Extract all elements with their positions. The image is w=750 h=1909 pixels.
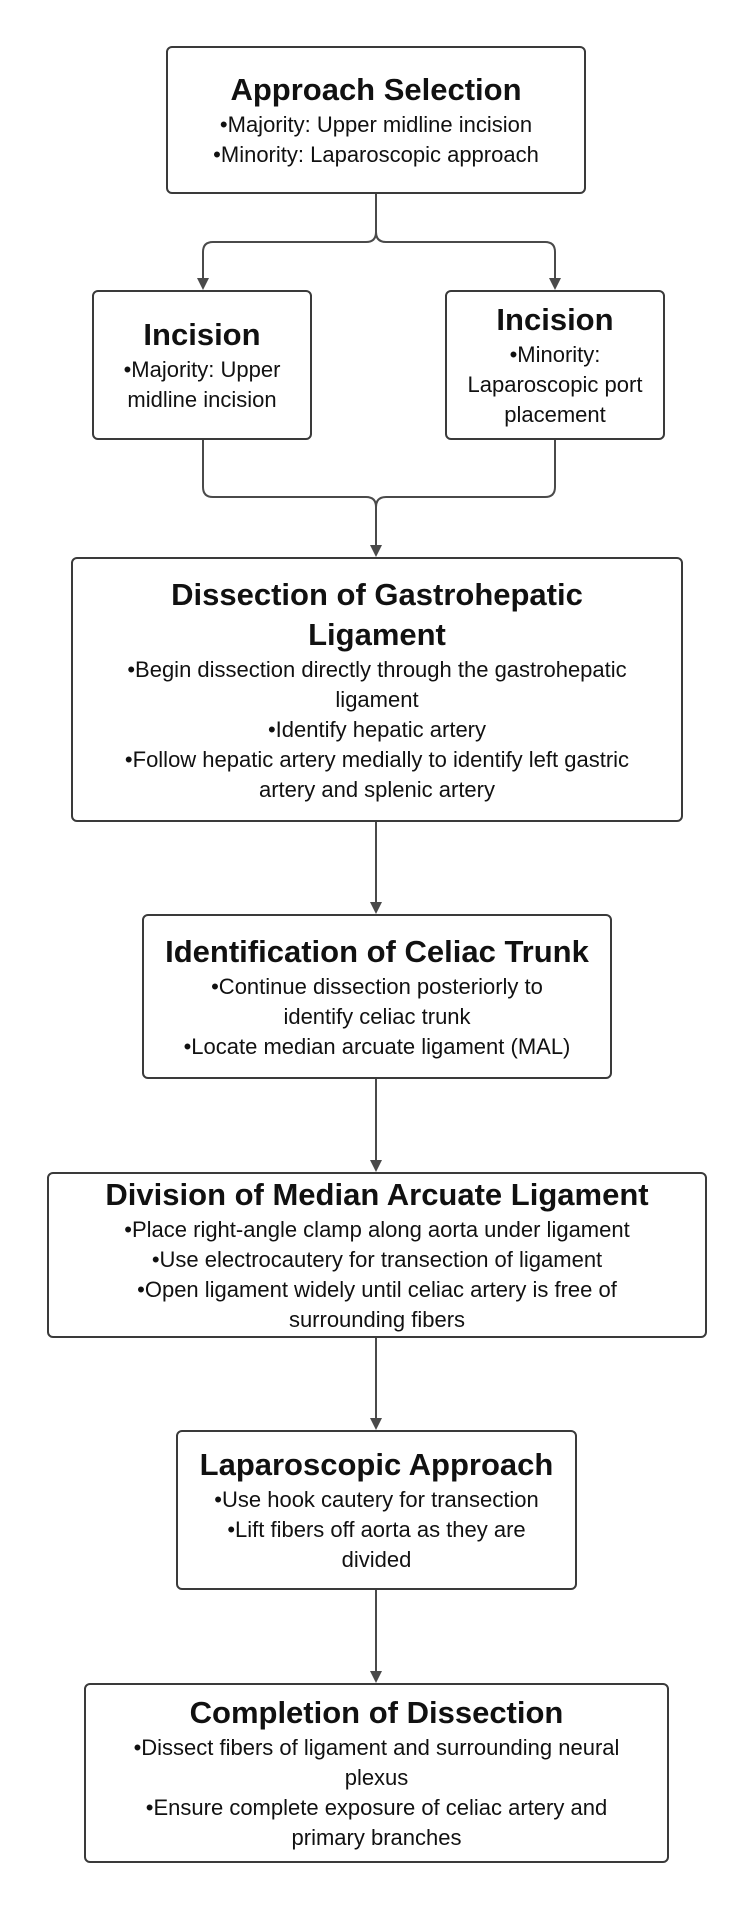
- incision-minority-line: Laparoscopic port: [467, 372, 643, 397]
- incision-majority-box: Incision •Majority: Upper midline incisi…: [92, 290, 312, 440]
- celiac-trunk-line: identify celiac trunk: [283, 1003, 471, 1029]
- dissection-gastrohepatic-title: Ligament: [308, 616, 446, 652]
- dissection-gastrohepatic-line: •Follow hepatic artery medially to ident…: [124, 746, 630, 772]
- dissection-gastrohepatic-line: •Identify hepatic artery: [267, 716, 487, 742]
- connector-approach-to-split: [197, 194, 377, 290]
- completion-dissection-line: •Ensure complete exposure of celiac arte…: [145, 1795, 608, 1820]
- laparoscopic-approach-line: divided: [341, 1547, 412, 1572]
- division-mal-line: •Use electrocautery for transection of l…: [151, 1247, 603, 1272]
- completion-dissection-line: •Dissect fibers of ligament and surround…: [133, 1735, 620, 1760]
- dissection-gastrohepatic-box: Dissection of Gastrohepatic Ligament •Be…: [71, 557, 683, 822]
- dissection-gastrohepatic-title: Dissection of Gastrohepatic: [171, 576, 583, 612]
- celiac-trunk-line: •Continue dissection posteriorly to: [211, 973, 543, 999]
- division-mal-line: surrounding fibers: [288, 1307, 466, 1332]
- celiac-trunk-title: Identification of Celiac Trunk: [165, 933, 589, 969]
- laparoscopic-approach-line: •Use hook cautery for transection: [214, 1487, 539, 1512]
- approach-selection-title: Approach Selection: [230, 72, 522, 107]
- incision-minority-box: Incision •Minority: Laparoscopic port pl…: [445, 290, 665, 440]
- dissection-gastrohepatic-line: •Begin dissection directly through the g…: [127, 656, 627, 682]
- incision-majority-line: midline incision: [127, 387, 277, 412]
- approach-selection-line: •Minority: Laparoscopic approach: [213, 142, 539, 167]
- celiac-trunk-box: Identification of Celiac Trunk •Continue…: [142, 914, 612, 1079]
- division-mal-title: Division of Median Arcuate Ligament: [105, 1177, 649, 1212]
- incision-minority-line: placement: [504, 402, 606, 427]
- connector-split-to-right: [375, 231, 561, 290]
- approach-selection-box: Approach Selection •Majority: Upper midl…: [166, 46, 586, 194]
- celiac-trunk-line: •Locate median arcuate ligament (MAL): [183, 1033, 571, 1059]
- approach-selection-line: •Majority: Upper midline incision: [219, 112, 533, 137]
- division-mal-line: •Place right-angle clamp along aorta und…: [124, 1217, 630, 1242]
- division-mal-box: Division of Median Arcuate Ligament •Pla…: [47, 1172, 707, 1338]
- connector-left-to-merge: [202, 440, 382, 557]
- laparoscopic-approach-box: Laparoscopic Approach •Use hook cautery …: [176, 1430, 577, 1590]
- completion-dissection-line: plexus: [344, 1765, 409, 1790]
- dissection-gastrohepatic-line: ligament: [335, 686, 419, 712]
- incision-majority-title: Incision: [143, 317, 261, 352]
- laparoscopic-approach-line: •Lift fibers off aorta as they are: [227, 1517, 526, 1542]
- laparoscopic-approach-title: Laparoscopic Approach: [199, 1447, 554, 1482]
- incision-majority-line: •Majority: Upper: [123, 357, 281, 382]
- dissection-gastrohepatic-line: artery and splenic artery: [259, 776, 495, 802]
- division-mal-line: •Open ligament widely until celiac arter…: [137, 1277, 617, 1302]
- completion-dissection-line: primary branches: [291, 1825, 462, 1850]
- incision-minority-line: •Minority:: [509, 342, 601, 367]
- incision-minority-title: Incision: [496, 302, 614, 337]
- completion-dissection-box: Completion of Dissection •Dissect fibers…: [84, 1683, 669, 1863]
- completion-dissection-title: Completion of Dissection: [189, 1695, 564, 1730]
- connector-right-to-merge: [375, 440, 556, 508]
